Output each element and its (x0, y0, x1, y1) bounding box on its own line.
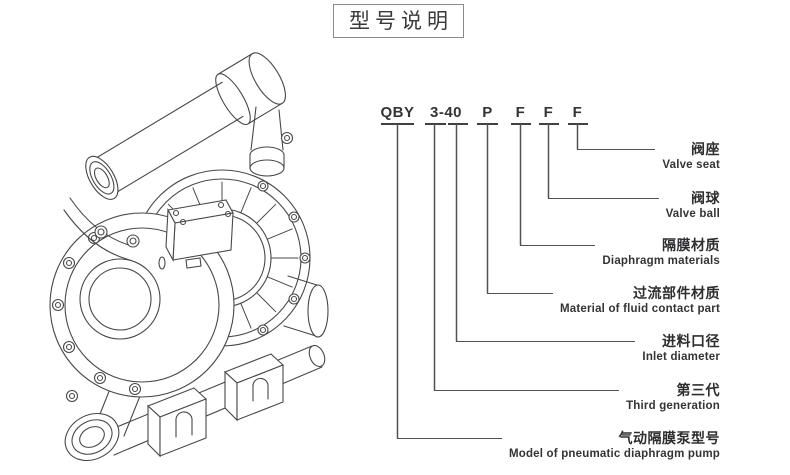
pump-feet (146, 353, 285, 458)
label-valve-seat-zh: 阀座 (691, 141, 720, 157)
label-fluid-contact-zh: 过流部件材质 (633, 285, 720, 301)
leader-row-diaphragm-material: 隔膜材质 Diaphragm materials (520, 237, 720, 268)
leader-line (487, 285, 553, 294)
label-fluid-contact-en: Material of fluid contact part (560, 303, 720, 315)
label-pump-model-en: Model of pneumatic diaphragm pump (508, 448, 720, 460)
leader-row-pump-model: 气动隔膜泵型号 Model of pneumatic diaphragm pum… (397, 430, 720, 461)
code-segment-diaphragm: F (515, 104, 526, 121)
leader-row-generation: 第三代 Third generation (434, 382, 720, 413)
label-generation-en: Third generation (626, 400, 720, 412)
label-valve-ball-zh: 阀球 (691, 190, 720, 206)
leader-line (548, 190, 659, 199)
leader-line (397, 430, 502, 439)
label-pump-model-zh: 气动隔膜泵型号 (618, 430, 720, 446)
pump-inlet-clamp (63, 197, 140, 261)
label-inlet-diameter-en: Inlet diameter (642, 351, 720, 363)
code-segment-valve-ball: F (543, 104, 554, 121)
pump-outlet-flange (64, 373, 145, 462)
leader-line (520, 237, 596, 246)
label-diaphragm-zh: 隔膜材质 (662, 237, 720, 253)
code-segment-valve-seat: F (572, 104, 583, 121)
rear-rim-bolts (257, 180, 311, 336)
leader-line (577, 141, 656, 150)
code-segment-series: QBY (380, 104, 415, 121)
label-valve-ball-en: Valve ball (665, 208, 720, 220)
leader-line (434, 382, 620, 391)
label-generation-zh: 第三代 (676, 382, 720, 398)
pump-front-housing (49, 212, 235, 398)
pump-air-valve-box (165, 199, 234, 269)
code-segment-body-material: P (482, 104, 493, 121)
leader-row-valve-seat: 阀座 Valve seat (577, 141, 720, 172)
title-box: 型号说明 (333, 4, 464, 38)
leader-row-valve-ball: 阀球 Valve ball (548, 190, 720, 221)
pump-top-manifold (85, 52, 286, 200)
page-title: 型号说明 (349, 8, 453, 33)
leader-drop-lines (396, 124, 579, 439)
pump-illustration (49, 52, 329, 462)
label-inlet-diameter-zh: 进料口径 (662, 333, 720, 349)
leader-line (456, 333, 636, 342)
leader-row-fluid-contact-material: 过流部件材质 Material of fluid contact part (487, 285, 720, 316)
label-diaphragm-en: Diaphragm materials (602, 255, 720, 267)
leader-row-inlet-diameter: 进料口径 Inlet diameter (456, 333, 720, 364)
pump-side-muffler (283, 275, 329, 338)
code-segment-generation-size: 3-40 (429, 104, 463, 121)
label-valve-seat-en: Valve seat (662, 159, 720, 171)
pump-air-pipe (249, 106, 294, 177)
